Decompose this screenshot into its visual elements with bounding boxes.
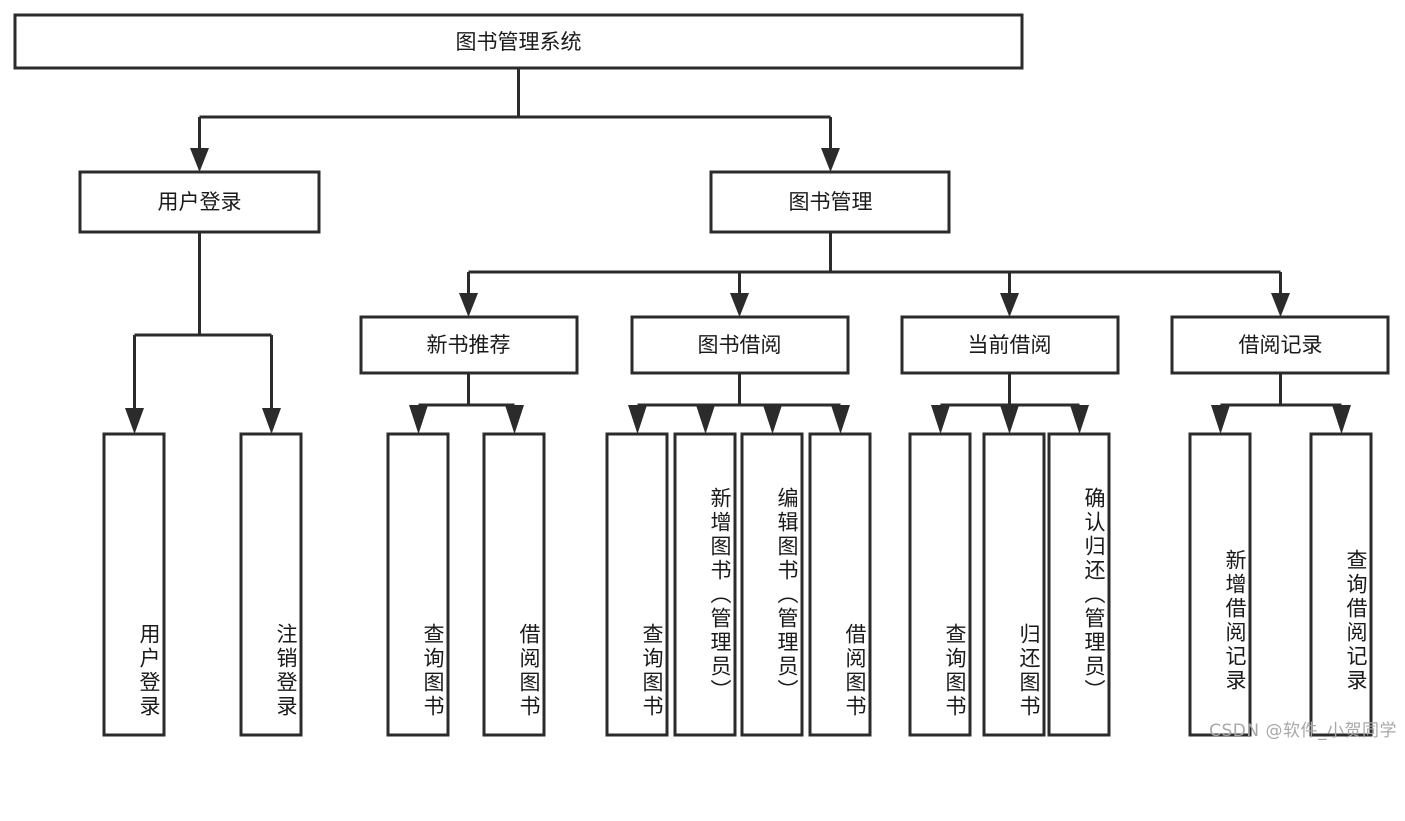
arrow-head-leaf-add-record: [1211, 405, 1230, 434]
watermark-text: CSDN @软件_小贺同学: [1209, 721, 1397, 741]
diagram-canvas: 图书管理系统 用户登录 图书管理 新书推荐 图书借阅 当前借阅 借阅记录: [13, 13, 1397, 741]
node-current-borrow[interactable]: 当前借阅: [900, 315, 1120, 375]
arrow-head-leaf-edit-book: [763, 405, 782, 434]
connectors-book-manage-to-level3: [459, 232, 1290, 317]
leaf-rect-user-login[interactable]: [102, 432, 166, 737]
arrow-head-leaf-add-book: [696, 405, 715, 434]
arrow-head-leaf-query-record: [1332, 405, 1351, 434]
arrow-head-leaf-confirm-return: [1070, 405, 1089, 434]
arrow-head-leaf-query-book-1: [409, 405, 428, 434]
connectors-book-borrow-to-leaves: [628, 373, 850, 434]
node-root[interactable]: 图书管理系统: [13, 13, 1024, 70]
arrow-head-leaf-borrow-book-1: [505, 405, 524, 434]
node-root-rect: [13, 13, 1024, 70]
node-book-manage[interactable]: 图书管理: [709, 170, 951, 234]
leaf-rect-add-book[interactable]: [673, 432, 737, 737]
arrow-head-user-login: [190, 148, 209, 172]
leaf-rect-borrow-book-1[interactable]: [482, 432, 546, 737]
arrow-head-current-borrow: [1000, 293, 1019, 317]
leaf-rect-edit-book[interactable]: [740, 432, 804, 737]
arrow-head-leaf-query-book-2: [628, 405, 647, 434]
arrow-head-new-book-rec: [459, 293, 478, 317]
node-new-book-rec[interactable]: 新书推荐: [359, 315, 579, 375]
leaf-rect-query-book-1[interactable]: [386, 432, 450, 737]
node-book-manage-rect: [709, 170, 951, 234]
arrow-head-book-borrow: [730, 293, 749, 317]
leaf-rect-query-record[interactable]: [1309, 432, 1373, 737]
node-borrow-record-rect: [1170, 315, 1390, 375]
node-user-login-label: 用户登录: [158, 190, 242, 214]
leaf-rect-confirm-return[interactable]: [1047, 432, 1111, 737]
node-user-login-rect: [78, 170, 321, 234]
node-user-login[interactable]: 用户登录: [78, 170, 321, 234]
connectors-new-book-rec-to-leaves: [409, 373, 524, 434]
node-book-borrow[interactable]: 图书借阅: [630, 315, 850, 375]
node-book-manage-label: 图书管理: [789, 190, 873, 214]
connectors-root-to-level2: [190, 68, 840, 172]
tree-diagram-svg: 图书管理系统 用户登录 图书管理 新书推荐 图书借阅 当前借阅 借阅记录: [13, 13, 1390, 737]
arrow-head-borrow-record: [1271, 293, 1290, 317]
node-new-book-rec-label: 新书推荐: [427, 333, 511, 357]
arrow-head-leaf-query-book-3: [931, 405, 950, 434]
connectors-user-login-to-leaves: [125, 232, 281, 434]
node-book-borrow-label: 图书借阅: [698, 333, 782, 357]
node-book-borrow-rect: [630, 315, 850, 375]
arrow-head-leaf-borrow-book-2: [831, 405, 850, 434]
node-current-borrow-label: 当前借阅: [968, 333, 1052, 357]
node-borrow-record[interactable]: 借阅记录: [1170, 315, 1390, 375]
leaf-rect-logout[interactable]: [239, 432, 303, 737]
leaf-rect-borrow-book-2[interactable]: [808, 432, 872, 737]
leaf-rect-query-book-3[interactable]: [908, 432, 972, 737]
arrow-head-leaf-user-login: [125, 408, 144, 434]
arrow-head-book-manage: [821, 148, 840, 172]
leaf-rect-add-record[interactable]: [1188, 432, 1252, 737]
arrow-head-leaf-logout: [262, 408, 281, 434]
leaf-rect-return-book[interactable]: [982, 432, 1046, 737]
node-root-label: 图书管理系统: [456, 30, 582, 54]
connectors-current-borrow-to-leaves: [931, 373, 1089, 434]
node-new-book-rec-rect: [359, 315, 579, 375]
leaf-rect-query-book-2[interactable]: [605, 432, 669, 737]
node-current-borrow-rect: [900, 315, 1120, 375]
leaf-rects-group: [102, 432, 1373, 737]
node-borrow-record-label: 借阅记录: [1239, 333, 1323, 357]
connectors-borrow-record-to-leaves: [1211, 373, 1351, 434]
arrow-head-leaf-return-book: [1000, 405, 1019, 434]
